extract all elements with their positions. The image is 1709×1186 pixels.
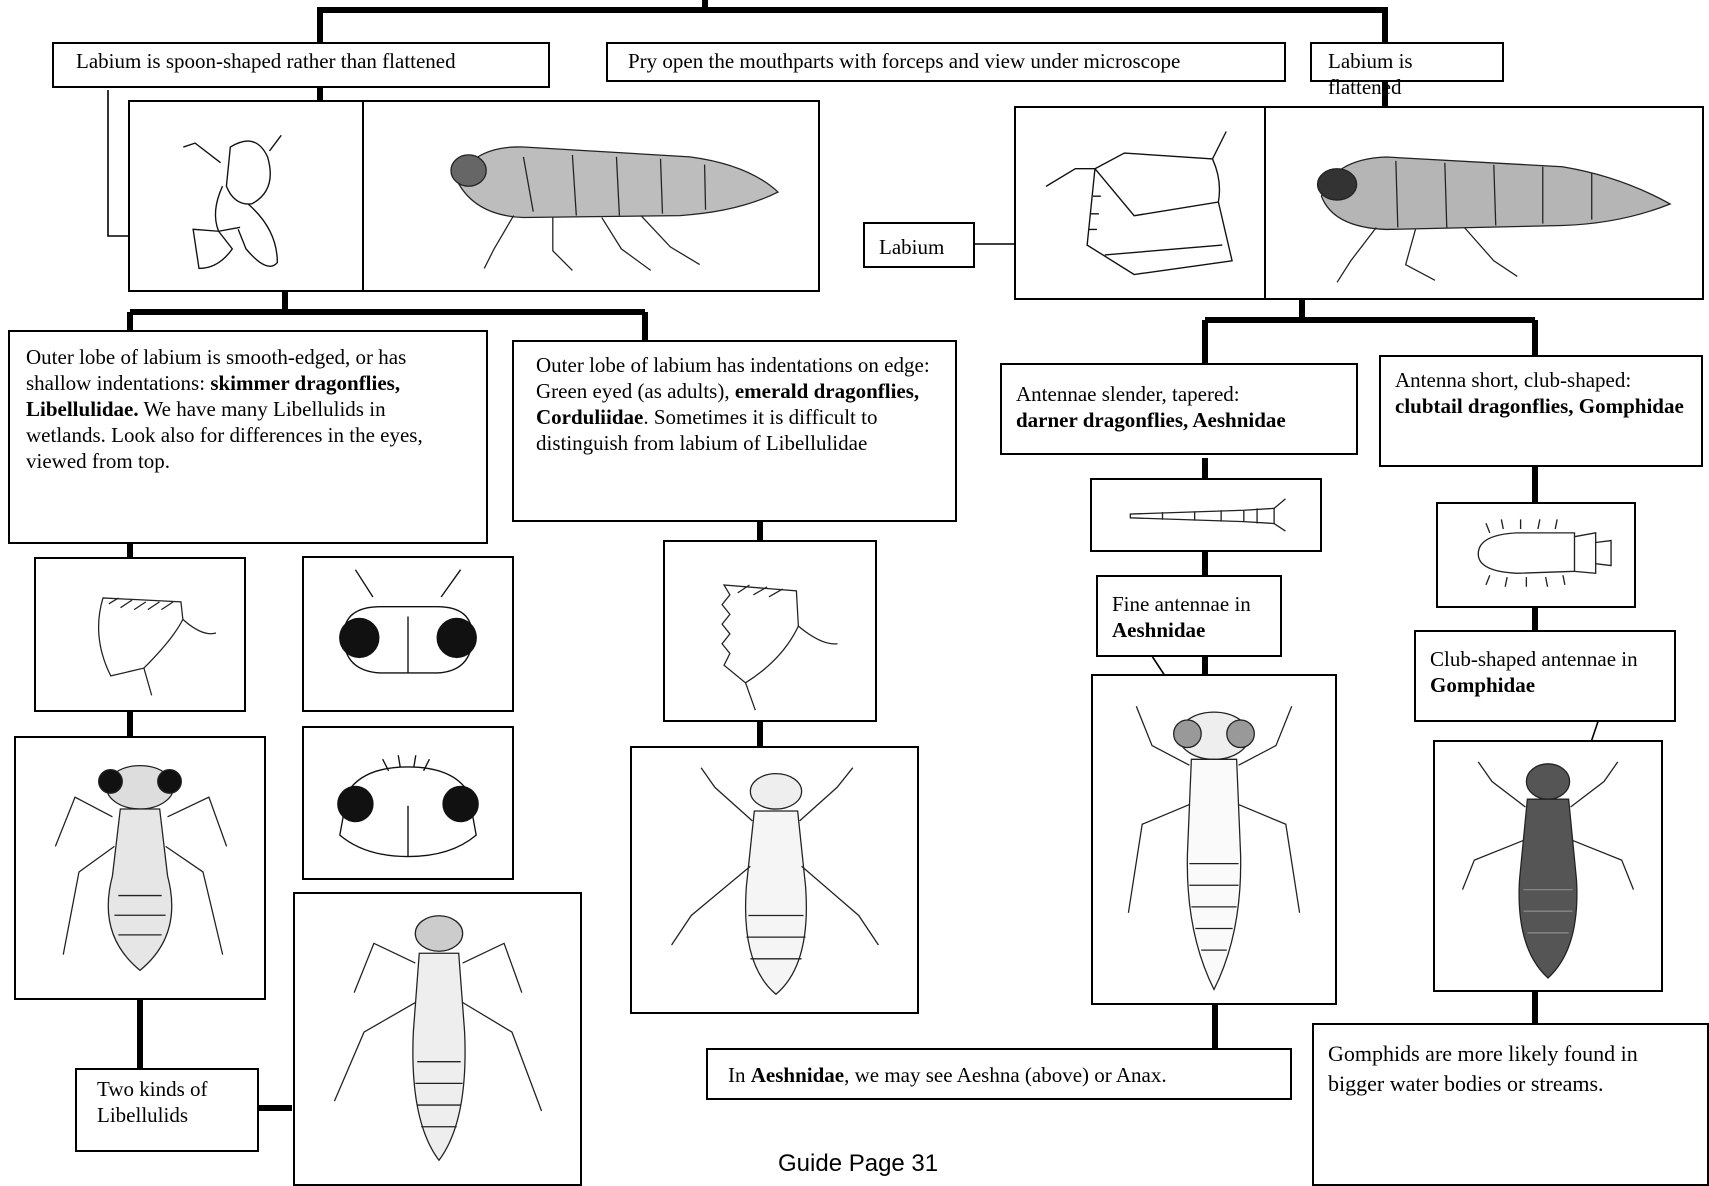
gomphidae-text-bold: clubtail dragonflies, Gomphidae — [1395, 394, 1684, 418]
labium-head-icon — [130, 102, 362, 290]
flattened-labium-head-illustration — [1014, 106, 1268, 300]
corduliid-indented-labium-illustration — [663, 540, 877, 722]
nymph-head-top-icon-alt — [304, 728, 512, 878]
gomphid-nymph-top-illustration — [1433, 740, 1663, 992]
gomphid-nymph-icon — [1435, 742, 1661, 990]
club-antennae-text-bold: Gomphidae — [1430, 673, 1535, 697]
gomphidae-text-pre: Antenna short, club-shaped: — [1395, 368, 1631, 392]
libellulid-nymph-top-illustration-2 — [293, 892, 582, 1186]
fine-antennae-text-pre: Fine antennae in — [1112, 592, 1251, 616]
libellulid-smooth-labium-illustration — [34, 557, 246, 712]
two-kinds-note: Two kinds of Libellulids — [75, 1068, 259, 1152]
aeshnid-nymph-icon — [1093, 676, 1335, 1003]
corduliidae-node: Outer lobe of labium has indentations on… — [512, 340, 957, 522]
aeshnidae-node: Antennae slender, tapered: darner dragon… — [1000, 363, 1358, 455]
gomphidae-node: Antenna short, club-shaped: clubtail dra… — [1379, 355, 1703, 467]
corduliid-nymph-top-illustration — [630, 746, 919, 1014]
gomphid-note-text: Gomphids are more likely found in bigger… — [1328, 1041, 1638, 1096]
spoon-labium-text: Labium is spoon-shaped rather than flatt… — [76, 49, 456, 73]
libellulidae-node: Outer lobe of labium is smooth-edged, or… — [8, 330, 488, 544]
fine-antennae-callout: Fine antennae in Aeshnidae — [1096, 575, 1282, 657]
page-footer: Guide Page 31 — [778, 1150, 938, 1178]
page-footer-text: Guide Page 31 — [778, 1150, 938, 1177]
two-kinds-text: Two kinds of Libellulids — [97, 1077, 208, 1127]
corduliid-nymph-icon — [632, 748, 917, 1012]
gomphid-habitat-note: Gomphids are more likely found in bigger… — [1312, 1023, 1709, 1186]
dragonfly-nymph-side-icon — [364, 102, 818, 290]
darner-nymph-side-icon — [1266, 108, 1702, 298]
libellulid-nymph-icon-alt — [295, 894, 580, 1184]
fine-antennae-text-bold: Aeshnidae — [1112, 618, 1205, 642]
flattened-labium-node: Labium is flattened — [1310, 42, 1504, 82]
slender-antenna-icon — [1092, 480, 1320, 550]
club-antennae-text-pre: Club-shaped antennae in — [1430, 647, 1638, 671]
spoon-labium-nymph-side-illustration — [362, 100, 820, 292]
nymph-head-top-icon — [304, 558, 512, 710]
libellulid-eyes-top-illustration-1 — [302, 556, 514, 712]
aeshna-note-post: , we may see Aeshna (above) or Anax. — [844, 1063, 1166, 1087]
spoon-labium-head-illustration — [128, 100, 364, 292]
aeshna-note-pre: In — [728, 1063, 751, 1087]
club-antennae-callout: Club-shaped antennae in Gomphidae — [1414, 630, 1676, 722]
flat-labium-head-icon — [1016, 108, 1266, 298]
libellulid-nymph-icon — [16, 738, 264, 998]
aeshnid-nymph-top-illustration — [1091, 674, 1337, 1005]
flattened-labium-text: Labium is flattened — [1328, 49, 1413, 99]
libellulid-eyes-top-illustration-2 — [302, 726, 514, 880]
aeshna-note-bold: Aeshnidae — [751, 1063, 844, 1087]
club-antenna-icon — [1438, 504, 1634, 606]
aeshnidae-text-pre: Antennae slender, tapered: — [1016, 382, 1240, 406]
pry-mouthparts-node: Pry open the mouthparts with forceps and… — [606, 42, 1286, 82]
labium-callout: Labium — [863, 222, 975, 268]
libellulid-nymph-top-illustration-1 — [14, 736, 266, 1000]
aeshnidae-text-bold: darner dragonflies, Aeshnidae — [1016, 408, 1286, 432]
aeshna-anax-note: In Aeshnidae, we may see Aeshna (above) … — [706, 1048, 1292, 1100]
pry-mouthparts-text: Pry open the mouthparts with forceps and… — [628, 49, 1180, 73]
gomphid-antenna-illustration — [1436, 502, 1636, 608]
aeshnid-antenna-illustration — [1090, 478, 1322, 552]
spoon-labium-node: Labium is spoon-shaped rather than flatt… — [52, 42, 550, 88]
indented-lobe-icon — [665, 542, 875, 720]
smooth-lobe-icon — [36, 559, 244, 710]
labium-callout-text: Labium — [879, 235, 944, 259]
flattened-labium-nymph-side-illustration — [1264, 106, 1704, 300]
